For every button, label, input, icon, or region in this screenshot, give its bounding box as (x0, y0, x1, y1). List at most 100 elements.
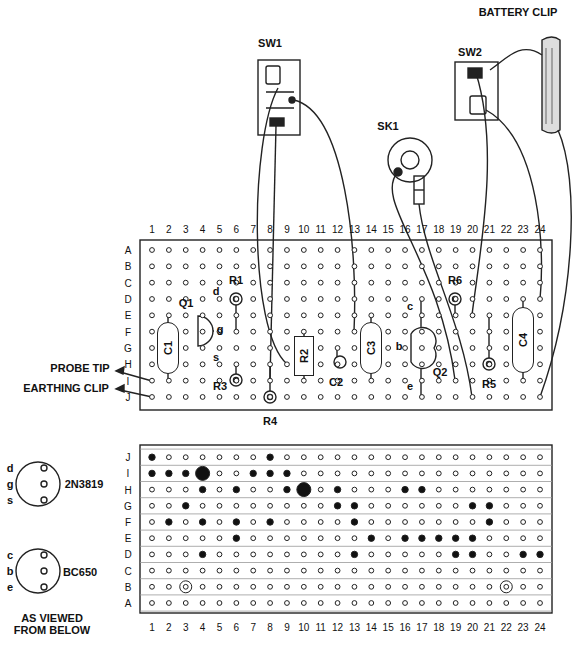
grid-reference: 11 (315, 224, 325, 235)
board-hole (487, 536, 492, 541)
board-hole (268, 313, 273, 318)
board-hole (166, 568, 171, 573)
board-hole (200, 378, 205, 383)
board-hole (352, 297, 357, 302)
board-hole (403, 395, 408, 400)
board-hole (166, 584, 171, 589)
board-hole (285, 297, 290, 302)
board-hole (251, 520, 256, 525)
board-hole (150, 487, 155, 492)
wire (392, 172, 455, 380)
board-hole (318, 536, 323, 541)
board-hole (352, 471, 357, 476)
board-hole (403, 378, 408, 383)
grid-reference: F (125, 517, 131, 528)
grid-reference: 15 (383, 622, 394, 633)
board-hole (217, 601, 222, 606)
board-hole (436, 378, 441, 383)
part-label: R6 (448, 274, 462, 286)
board-hole (268, 264, 273, 269)
board-hole (436, 471, 441, 476)
board-hole (538, 455, 543, 460)
board-hole (217, 520, 222, 525)
board-hole (386, 455, 391, 460)
board-hole (538, 297, 543, 302)
board-hole (470, 297, 475, 302)
fet-symbol (198, 316, 213, 346)
board-hole (453, 378, 458, 383)
switch-body (455, 62, 498, 120)
board-hole (200, 280, 205, 285)
board-hole (335, 471, 340, 476)
board-hole (268, 536, 273, 541)
board-hole (420, 568, 425, 573)
board-hole (504, 471, 509, 476)
copper-strip (140, 530, 552, 531)
board-hole (369, 455, 374, 460)
grid-reference: 1 (149, 622, 155, 633)
grid-reference: 16 (399, 224, 410, 235)
board-hole (453, 584, 458, 589)
solder-joint (267, 470, 273, 476)
wire (540, 130, 571, 397)
board-hole (183, 455, 188, 460)
board-hole (538, 395, 543, 400)
wire (270, 126, 276, 380)
board-hole (369, 552, 374, 557)
board-hole (234, 264, 239, 269)
grid-reference: 1 (149, 224, 155, 235)
board-hole (487, 346, 492, 351)
board-hole (436, 503, 441, 508)
board-hole (386, 280, 391, 285)
solder-joint (233, 535, 239, 541)
board-hole (487, 395, 492, 400)
board-hole (301, 313, 306, 318)
solder-joint (419, 535, 425, 541)
board-hole (268, 601, 273, 606)
board-hole (369, 487, 374, 492)
resistor-symbol (449, 293, 461, 305)
board-hole (183, 536, 188, 541)
component-body: R2 (294, 336, 314, 376)
board-hole (352, 280, 357, 285)
board-hole (369, 280, 374, 285)
board-hole (436, 280, 441, 285)
board-hole (420, 503, 425, 508)
board-hole (150, 568, 155, 573)
board-hole (251, 329, 256, 334)
capacitor-symbol (334, 356, 346, 368)
grid-reference: 19 (450, 622, 461, 633)
board-hole (217, 552, 222, 557)
board-hole (504, 520, 509, 525)
board-hole (521, 378, 526, 383)
board-hole (352, 378, 357, 383)
board-hole (301, 503, 306, 508)
board-hole (183, 313, 188, 318)
board-hole (403, 520, 408, 525)
board-hole (386, 297, 391, 302)
board-hole (217, 584, 222, 589)
board-hole (453, 346, 458, 351)
board-hole (251, 503, 256, 508)
solder-joint (233, 486, 239, 492)
board-hole (470, 520, 475, 525)
board-hole (521, 584, 526, 589)
part-label: b (7, 565, 14, 577)
part-label: R5 (482, 378, 496, 390)
board-hole (285, 264, 290, 269)
board-hole (335, 584, 340, 589)
board-hole (183, 346, 188, 351)
board-hole (453, 362, 458, 367)
board-hole (504, 362, 509, 367)
grid-reference: 5 (217, 224, 223, 235)
board-hole (234, 552, 239, 557)
board-hole (521, 471, 526, 476)
board-hole (285, 313, 290, 318)
grid-reference: E (125, 533, 132, 544)
component-label: C3 (365, 341, 377, 355)
part-label: e (407, 380, 413, 392)
board-hole (234, 378, 239, 383)
board-hole (504, 568, 509, 573)
board-hole (470, 471, 475, 476)
board-hole (285, 552, 290, 557)
